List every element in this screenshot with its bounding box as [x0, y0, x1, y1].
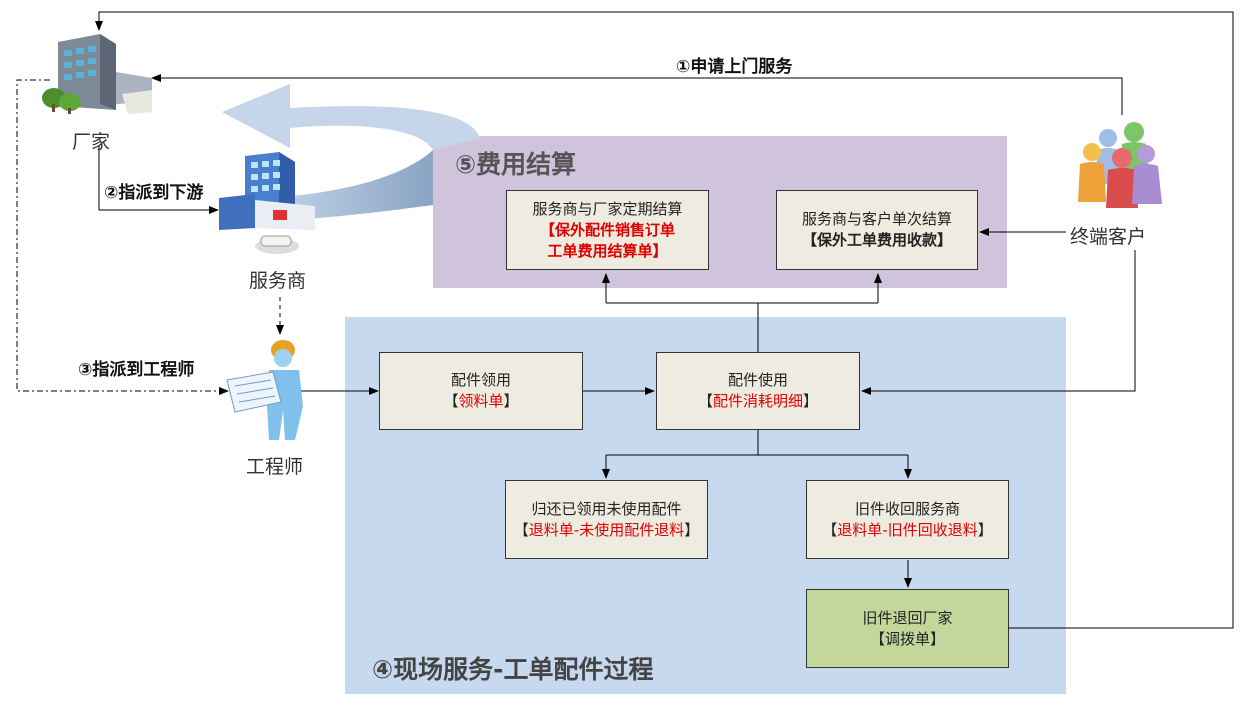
doc-name: 退料单-旧件回收退料 [837, 520, 978, 539]
engineer-label: 工程师 [246, 456, 304, 478]
bracket-open: 【 [822, 520, 838, 539]
doc-name: 领料单 [458, 392, 504, 410]
box-label: 旧件退回厂家 [862, 608, 953, 627]
doc-name: 配件消耗明细 [712, 392, 803, 410]
box-doc-label: 【保外配件销售订单 [539, 220, 675, 239]
box-doc-line: 【领料单】 [443, 391, 518, 412]
box-doc-line: 【配件消耗明细】 [698, 391, 818, 412]
step-assign-downstream: ②指派到下游 [104, 183, 204, 203]
parts-pick-box: 配件领用 【领料单】 [379, 352, 583, 430]
box-label: 服务商与厂家定期结算 [532, 199, 683, 218]
service-provider-label: 服务商 [249, 270, 307, 292]
bracket-close: 】 [977, 520, 993, 539]
box-label: 配件领用 [450, 371, 511, 389]
step-assign-engineer: ③指派到工程师 [78, 360, 195, 380]
provider-customer-settlement-box: 服务商与客户单次结算 【保外工单费用收款】 [776, 190, 978, 270]
step-request-service: ①申请上门服务 [676, 57, 793, 77]
bracket-open: 【 [443, 392, 459, 410]
old-parts-return-factory-box: 旧件退回厂家 【调拨单】 [806, 589, 1009, 668]
onsite-service-title: ④现场服务-工单配件过程 [372, 655, 654, 684]
old-parts-return-provider-box: 旧件收回服务商 【退料单-旧件回收退料】 [806, 480, 1009, 559]
return-unused-parts-box: 归还已领用未使用配件 【退料单-未使用配件退料】 [505, 480, 708, 559]
bracket-close: 】 [684, 520, 700, 539]
box-doc-label: 工单费用结算单】 [547, 241, 668, 260]
box-label: 服务商与客户单次结算 [801, 210, 952, 228]
customers-group-icon [1078, 122, 1162, 208]
box-doc-label: 【保外工单费用收款】 [801, 231, 952, 249]
doc-name: 退料单-未使用配件退料 [528, 520, 685, 539]
box-doc-line: 【退料单-旧件回收退料】 [822, 520, 992, 541]
end-customer-label: 终端客户 [1070, 226, 1147, 248]
bracket-close: 】 [803, 392, 819, 410]
fee-settlement-title: ⑤费用结算 [455, 150, 577, 179]
provider-factory-settlement-box: 服务商与厂家定期结算 【保外配件销售订单 工单费用结算单】 [506, 190, 709, 270]
box-label: 旧件收回服务商 [854, 499, 960, 518]
factory-label: 厂家 [72, 131, 111, 153]
bracket-close: 】 [503, 392, 519, 410]
bracket-open: 【 [513, 520, 529, 539]
box-doc-line: 【退料单-未使用配件退料】 [514, 520, 699, 541]
parts-use-box: 配件使用 【配件消耗明细】 [656, 352, 860, 430]
box-label: 配件使用 [727, 371, 788, 389]
engineer-icon [226, 340, 303, 440]
factory-building-icon [42, 34, 152, 114]
box-doc-label: 【调拨单】 [869, 629, 945, 648]
bracket-open: 【 [697, 392, 713, 410]
service-provider-building-icon [219, 152, 315, 254]
box-label: 归还已领用未使用配件 [531, 499, 682, 518]
